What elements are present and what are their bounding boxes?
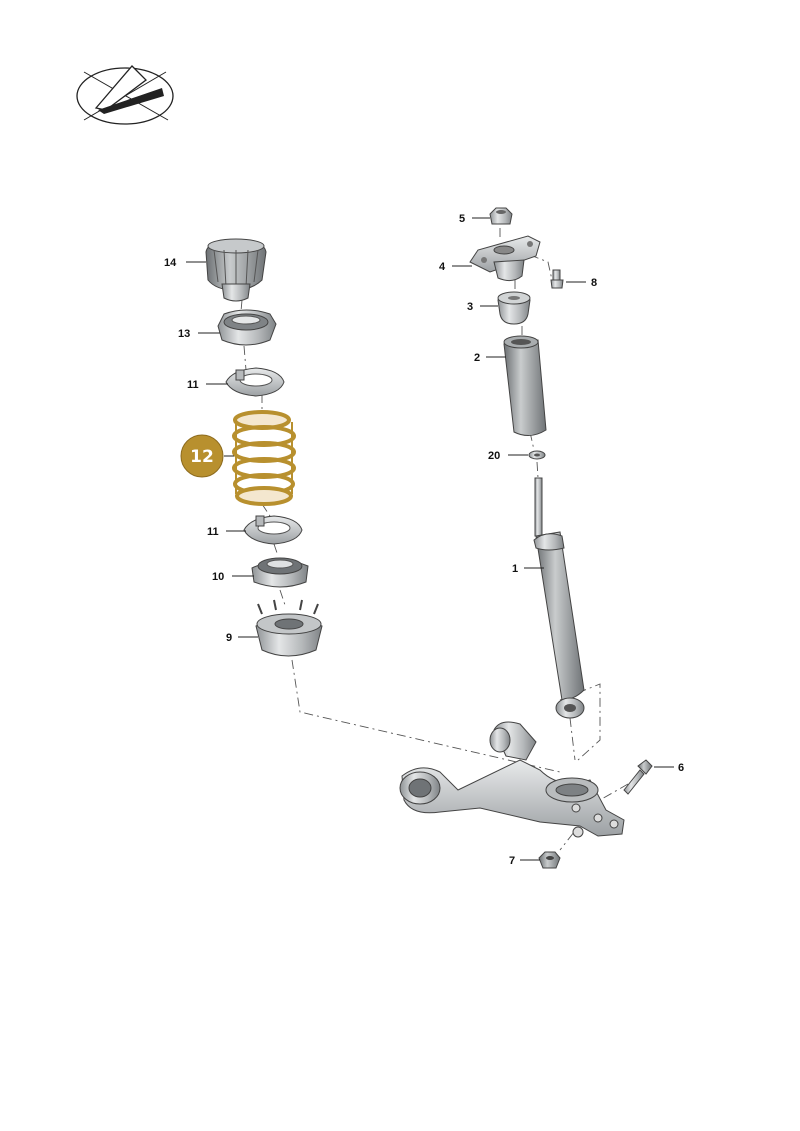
part-9-spring-mount	[255, 599, 323, 657]
callout-11-upper: 11	[187, 379, 199, 391]
callout-12: 12	[190, 447, 214, 467]
view-orientation-icon	[76, 65, 174, 125]
part-8-bolt	[550, 269, 564, 289]
callout-10: 10	[212, 571, 224, 583]
callout-12-highlight: 12	[180, 434, 224, 478]
callout-6: 6	[678, 762, 684, 774]
callout-1: 1	[512, 563, 518, 575]
part-5-nut	[489, 207, 513, 225]
callout-20: 20	[488, 450, 500, 462]
control-arm	[399, 721, 625, 838]
part-20-washer	[528, 450, 546, 460]
part-14-spring-cap	[205, 238, 267, 302]
part-1-shock-absorber	[533, 477, 585, 719]
part-10-lower-spring-seat	[251, 557, 309, 588]
part-13-spring-seat	[217, 309, 277, 346]
callout-5: 5	[459, 213, 465, 225]
part-11-upper-insulator	[225, 367, 285, 397]
callout-14: 14	[164, 257, 177, 269]
callout-8: 8	[591, 277, 597, 289]
part-3-bump-stop	[497, 291, 531, 325]
callouts: 14 13 11 12 11 10 9 5 4 8 3 2 20 1 6 7	[164, 213, 684, 867]
callout-2: 2	[474, 352, 480, 364]
part-11-lower-insulator	[243, 515, 303, 545]
callout-7: 7	[509, 855, 515, 867]
callout-9: 9	[226, 632, 232, 644]
part-4-top-mount	[469, 235, 541, 282]
callout-13: 13	[178, 328, 190, 340]
callout-11-lower: 11	[207, 526, 219, 538]
part-12-coil-spring	[232, 410, 296, 506]
callout-3: 3	[467, 301, 473, 313]
part-7-nut	[538, 851, 561, 869]
callout-4: 4	[439, 261, 446, 273]
assembly-guide-lines	[239, 228, 629, 851]
part-6-bolt	[623, 759, 653, 795]
part-2-dust-boot	[503, 335, 547, 436]
leader-lines	[186, 217, 674, 861]
